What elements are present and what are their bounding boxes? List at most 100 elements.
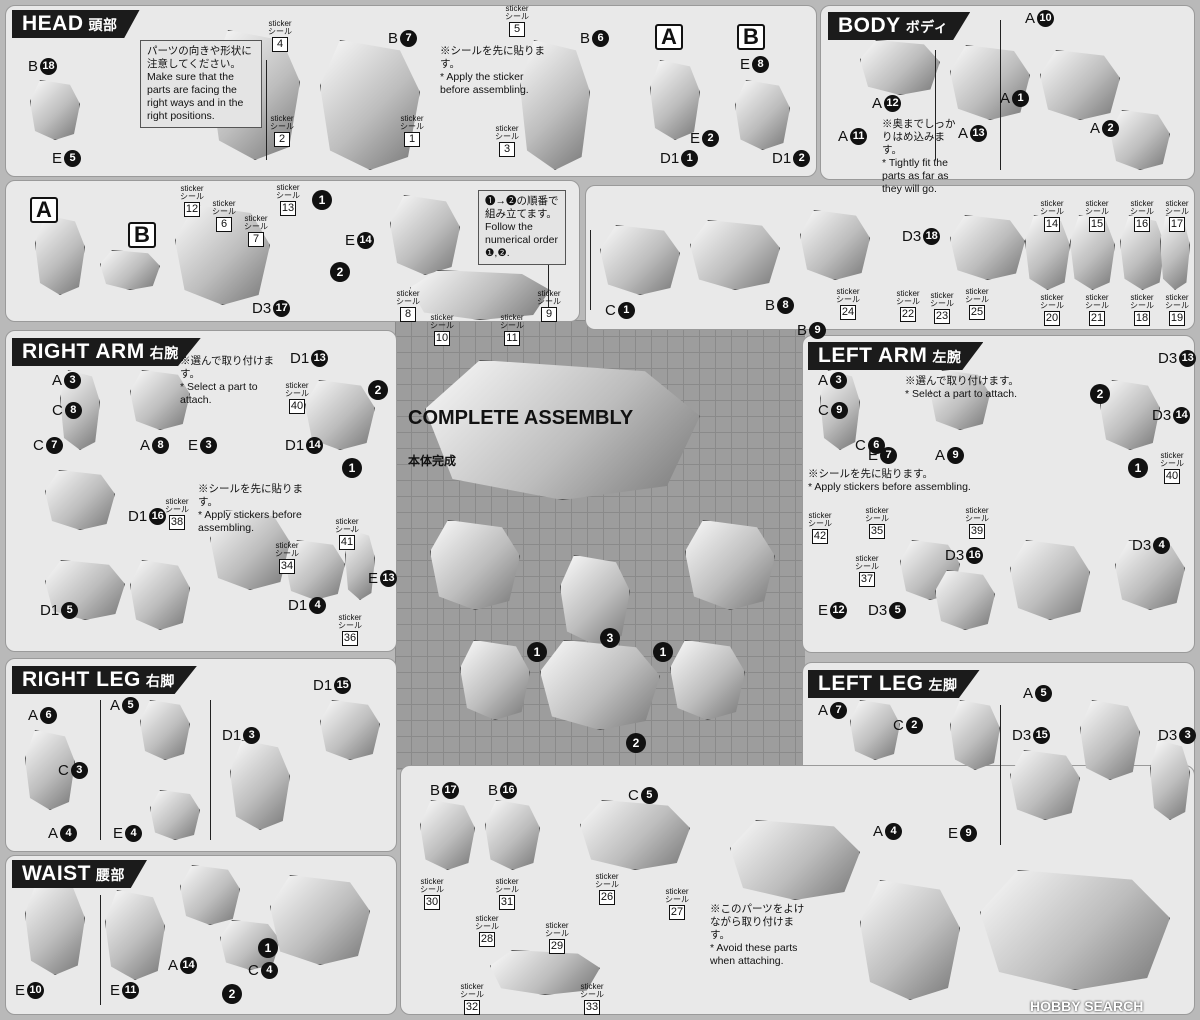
left_arm-title-text: LEFT ARM [818,344,928,367]
sticker-label-jp: シール [1130,207,1154,216]
part-runner-letter: E [188,437,199,454]
part-runner-letter: D3 [868,602,888,619]
part-runner-letter: E [15,982,26,999]
sticker-number: 6 [216,217,232,232]
instruction-note: ※このパーツをよけながら取り付けます。* Avoid these parts w… [710,903,805,968]
part-illustration [600,225,680,295]
sticker-number: 17 [1169,217,1185,232]
part-runner-letter: A [872,95,883,112]
part-runner-letter: A [168,957,179,974]
part-runner-letter: D1 [128,508,148,525]
part-number-badge: 16 [966,547,984,564]
sticker-number: 33 [584,1000,600,1015]
sticker-label-en: sticker [665,887,689,896]
sticker-label-jp: シール [275,549,299,558]
right_arm-title-text: RIGHT ARM [22,340,145,363]
sticker-label-en: sticker [855,554,879,563]
part-number-badge: 14 [357,232,375,249]
body-title-jp: ボディ [905,19,949,35]
part-runner-letter: E [818,602,829,619]
sticker-number: 40 [1164,469,1180,484]
part-runner-letter: A [1090,120,1101,137]
note-jp: ※シールを先に貼ります。 [808,468,933,480]
note-jp: ❶→❷の順番で組み立てます。 [485,195,559,220]
sticker-label-jp: シール [396,297,420,306]
sticker-number: 5 [509,22,525,37]
subassembly-letter: B [737,24,765,50]
part-number-badge: 13 [380,570,398,587]
part-runner-letter: A [1025,10,1036,27]
instruction-note: ※シールを先に貼ります。* Apply stickers before asse… [198,483,318,535]
sticker-label-en: sticker [475,914,499,923]
part-runner-letter: D3 [945,547,965,564]
part-runner-letter: E [52,150,63,167]
sticker-number: 25 [969,305,985,320]
sticker-number: 10 [434,331,450,346]
sticker-number: 9 [541,307,557,322]
sticker-number: 11 [504,331,520,346]
sticker-number: 37 [859,572,875,587]
sticker-label-en: sticker [212,199,236,208]
note-jp: パーツの向きや形状に注意してください。 [147,45,252,70]
sticker-label-en: sticker [180,184,204,193]
step-divider [210,700,211,840]
part-illustration [685,520,775,610]
part-number-badge: 12 [830,602,848,619]
part-number-badge: 3 [70,762,88,779]
sticker-label-jp: シール [475,922,499,931]
part-runner-letter: E [113,825,124,842]
sticker-label-jp: シール [212,207,236,216]
part-number-badge: 11 [850,128,868,145]
part-number-badge: 14 [180,957,198,974]
part-runner-letter: C [33,437,44,454]
instruction-note: ※シールを先に貼ります。* Apply the sticker before a… [440,45,550,97]
right_arm-title-jp: 右腕 [149,345,179,361]
sticker-label-en: sticker [244,214,268,223]
sticker-label-jp: シール [865,514,889,523]
sticker-label-en: sticker [836,287,860,296]
part-runner-letter: A [1023,685,1034,702]
part-runner-letter: A [958,125,969,142]
sticker-label-jp: シール [276,191,300,200]
note-en: * Select a part to attach. [905,388,1018,400]
right_leg-title-jp: 右脚 [145,673,175,689]
part-runner-letter: A [818,702,829,719]
sticker-label-jp: シール [545,929,569,938]
part-number-badge: 4 [260,962,278,979]
part-illustration [520,40,590,170]
instruction-note: ※奥までしっかりはめ込みます。* Tightly fit the parts a… [882,118,956,196]
part-illustration [540,640,660,730]
sticker-number: 19 [1169,311,1185,326]
sticker-label-en: sticker [1165,199,1189,208]
part-runner-letter: D1 [772,150,792,167]
part-number-badge: 11 [122,982,140,999]
step-number-badge: 1 [1128,458,1148,478]
sticker-label-en: sticker [165,497,189,506]
sticker-label-en: sticker [460,982,484,991]
part-runner-letter: E [345,232,356,249]
part-number-badge: 1 [681,150,699,167]
sticker-label-jp: シール [1165,301,1189,310]
